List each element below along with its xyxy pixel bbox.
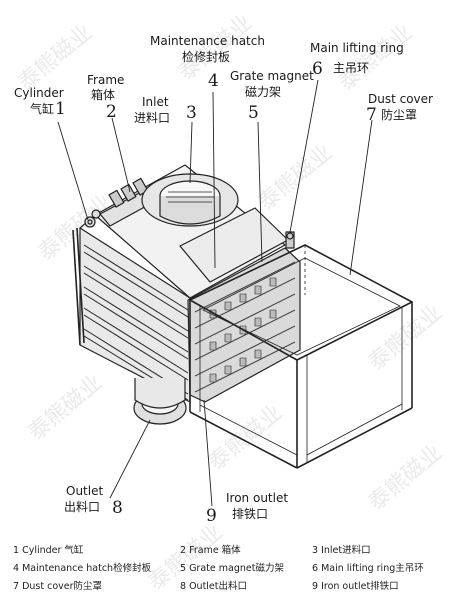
label-iron-num: 9 — [206, 506, 217, 526]
label-iron-en: Iron outlet — [226, 491, 289, 505]
grate-magnet — [187, 247, 301, 403]
legend-item: 2 Frame 箱体 — [180, 545, 241, 556]
leader-lines — [57, 79, 373, 507]
dust-cover-frame — [189, 244, 413, 469]
label-inlet-num: 3 — [186, 103, 197, 123]
legend-item: 8 Outlet出料口 — [180, 581, 247, 592]
label-grate-num: 5 — [248, 103, 259, 123]
label-outlet-en: Outlet — [66, 484, 104, 498]
label-ring-num: 6 — [312, 59, 323, 79]
label-grate-en: Grate magnet — [230, 69, 314, 83]
label-hatch-cn: 检修封板 — [182, 50, 231, 64]
legend-item: 4 Maintenance hatch检修封板 — [13, 563, 152, 574]
label-frame-cn: 箱体 — [91, 88, 116, 102]
label-cylinder-en: Cylinder — [14, 86, 64, 100]
legend-item: 7 Dust cover防尘罩 — [13, 581, 103, 592]
legend-item: 5 Grate magnet磁力架 — [180, 563, 284, 574]
label-inlet-en: Inlet — [142, 95, 169, 109]
legend-item: 1 Cylinder 气缸 — [13, 545, 84, 556]
lifting-ring-shape — [285, 231, 295, 249]
label-dust-en: Dust cover — [368, 92, 433, 106]
label-grate-cn: 磁力架 — [245, 85, 282, 99]
label-ring-en: Main lifting ring — [310, 41, 404, 55]
legend-item: 3 Inlet进料口 — [312, 545, 371, 556]
label-outlet-cn: 出料口 — [64, 500, 101, 514]
legend-item: 6 Main lifting ring主吊环 — [312, 563, 424, 574]
label-ring-cn: 主吊环 — [333, 61, 370, 75]
label-hatch-en: Maintenance hatch — [150, 34, 265, 48]
label-iron-cn: 排铁口 — [232, 507, 269, 521]
label-inlet-cn: 进料口 — [134, 111, 171, 125]
label-outlet-num: 8 — [112, 498, 123, 518]
legend-item: 9 Iron outlet排铁口 — [312, 581, 399, 592]
label-cylinder-cn: 气缸 — [30, 102, 55, 116]
label-dust-cn: 防尘罩 — [381, 108, 418, 122]
label-dust-num: 7 — [366, 105, 377, 125]
label-hatch-num: 4 — [208, 71, 219, 91]
label-cylinder-num: 1 — [55, 99, 66, 119]
label-frame-num: 2 — [106, 102, 117, 122]
outlet-flange — [133, 378, 187, 425]
label-frame-en: Frame — [87, 73, 125, 87]
